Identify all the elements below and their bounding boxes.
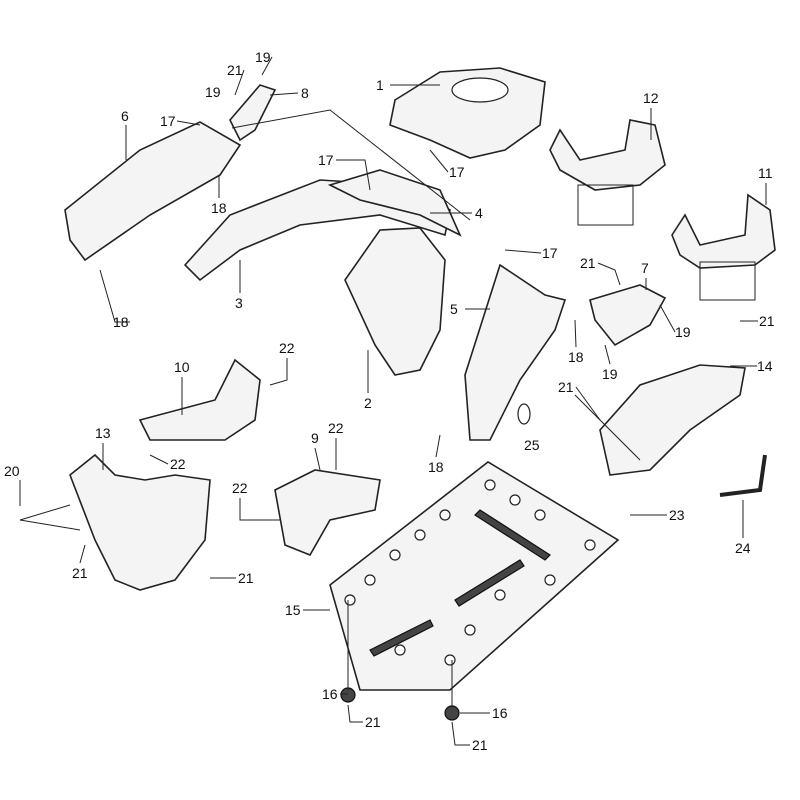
callout-label: 21 [580, 255, 596, 271]
part-2-mudguard [344, 227, 446, 376]
callout-label: 19 [205, 84, 221, 100]
callout-label: 21 [227, 62, 243, 78]
callout-label: 21 [238, 570, 254, 586]
callout-label: 17 [160, 113, 176, 129]
callout-label: 18 [211, 200, 227, 216]
callout-label: 8 [301, 85, 309, 101]
part-9-footrest [274, 469, 381, 557]
callout-label: 15 [285, 602, 301, 618]
part-15-skid-plate [329, 461, 620, 691]
part-24-hose [719, 454, 767, 497]
callout-label: 2 [364, 395, 372, 411]
callout-label: 4 [475, 205, 483, 221]
callout-label: 19 [255, 49, 271, 65]
part-11-box-outline [699, 261, 756, 301]
callout-label: 20 [4, 463, 20, 479]
callout-label: 12 [643, 90, 659, 106]
callout-label: 25 [524, 437, 540, 453]
part-15-slot [474, 509, 551, 561]
callout-label: 11 [758, 165, 773, 181]
callout-label: 3 [235, 295, 243, 311]
callout-label: 16 [492, 705, 508, 721]
part-shapes [64, 67, 776, 721]
part-11-bracket [671, 193, 776, 269]
callout-label: 18 [113, 314, 129, 330]
part-15-slot [454, 559, 525, 607]
callout-labels: 1 19 21 8 19 6 17 17 17 18 4 12 11 17 21… [4, 49, 775, 753]
callout-label: 21 [759, 313, 775, 329]
part-1-recess [451, 77, 509, 103]
callout-label: 23 [669, 507, 685, 523]
callout-label: 18 [568, 349, 584, 365]
callout-label: 5 [450, 301, 458, 317]
part-16-grommet [444, 705, 460, 721]
callout-label: 22 [279, 340, 295, 356]
callout-label: 21 [472, 737, 488, 753]
part-5-side-panel [464, 263, 567, 441]
callout-label: 21 [558, 379, 574, 395]
callout-label: 10 [174, 359, 190, 375]
callout-label: 13 [95, 425, 111, 441]
callout-label: 21 [365, 714, 381, 730]
callout-label: 14 [757, 358, 773, 374]
part-10-footrest [138, 358, 261, 441]
callout-label: 22 [232, 480, 248, 496]
callout-label: 6 [121, 108, 129, 124]
callout-label: 16 [322, 686, 338, 702]
part-7-cover [589, 284, 667, 347]
callout-label: 19 [602, 366, 618, 382]
callout-label: 17 [318, 152, 334, 168]
callout-label: 1 [376, 77, 384, 93]
callout-label: 7 [641, 260, 649, 276]
part-15-slot [369, 619, 434, 657]
callout-label: 21 [72, 565, 88, 581]
callout-label: 17 [542, 245, 558, 261]
leader-lines [19, 56, 767, 746]
part-25-o-ring [517, 403, 531, 425]
callout-label: 18 [428, 459, 444, 475]
callout-label: 22 [328, 420, 344, 436]
part-12-bracket [549, 119, 666, 191]
part-16-grommet [340, 687, 356, 703]
callout-label: 22 [170, 456, 186, 472]
callout-label: 24 [735, 540, 751, 556]
callout-label: 9 [311, 430, 319, 446]
part-14-air-box [599, 364, 746, 476]
part-13-front-guard [69, 453, 211, 591]
part-8-bracket [229, 84, 277, 142]
part-6-rear-fender-left [64, 121, 242, 262]
callout-label: 19 [675, 324, 691, 340]
part-12-box-outline [577, 184, 634, 226]
callout-label: 17 [449, 164, 465, 180]
